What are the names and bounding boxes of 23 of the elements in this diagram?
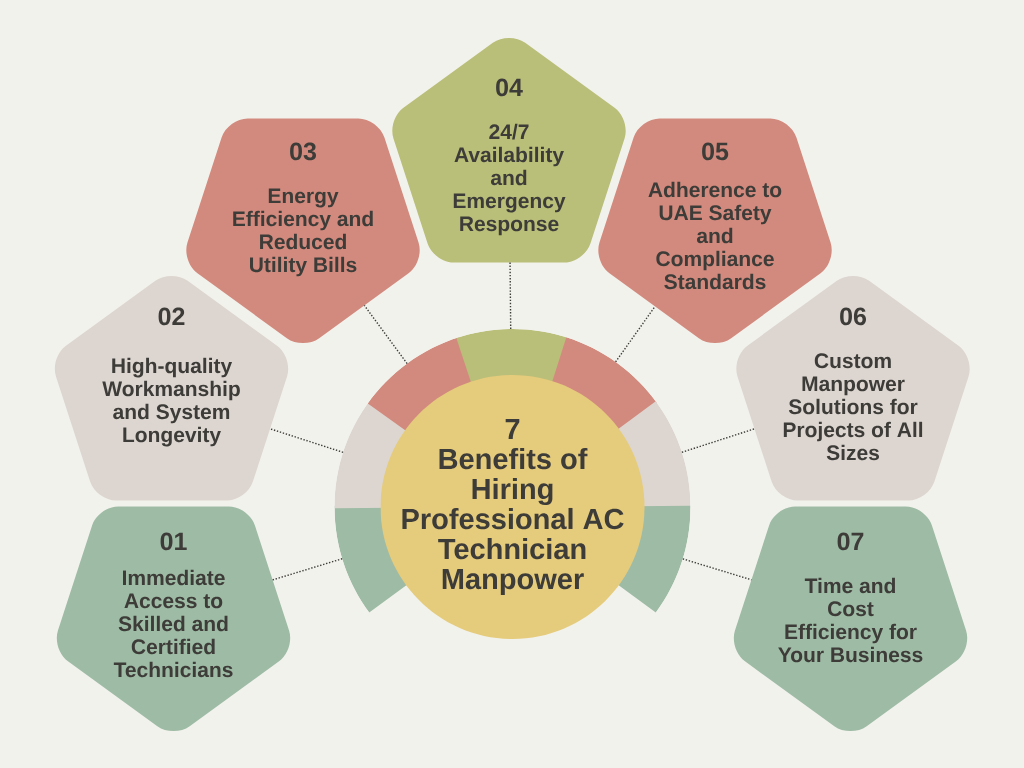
connector-line <box>509 261 512 330</box>
step-number: 04 <box>496 78 523 97</box>
benefit-text: Immediate Access to Skilled and Certified Technicians <box>113 569 233 678</box>
benefit-text: 24/7 Availability and Emergency Response <box>453 123 566 236</box>
step-number: 03 <box>290 142 316 161</box>
connector-line <box>363 304 408 365</box>
connector-line <box>681 428 756 453</box>
title-text: 7 Benefits of Hiring Professional AC Technician Manpower <box>402 419 624 595</box>
benefit-text: Adherence to UAE Safety and Compliance Standards <box>648 181 782 290</box>
connector-line <box>269 428 344 454</box>
connector-line <box>271 558 343 581</box>
connector-line <box>614 305 656 363</box>
step-number: 02 <box>158 307 185 326</box>
benefit-text: Energy Efficiency and Reduced Utility Bills <box>233 188 373 277</box>
step-number: 07 <box>837 532 864 551</box>
step-number: 05 <box>702 142 729 161</box>
step-number: 01 <box>160 532 187 551</box>
benefit-text: Time and Cost Efficiency for Your Business <box>778 577 923 663</box>
hub-circle <box>334 329 691 639</box>
benefit-text: Custom Manpower Solutions for Projects of All Sizes <box>783 353 923 461</box>
step-number: 06 <box>840 307 866 326</box>
benefit-text: High-quality Workmanship and System Longevity <box>102 357 240 447</box>
connector-line <box>682 558 753 581</box>
